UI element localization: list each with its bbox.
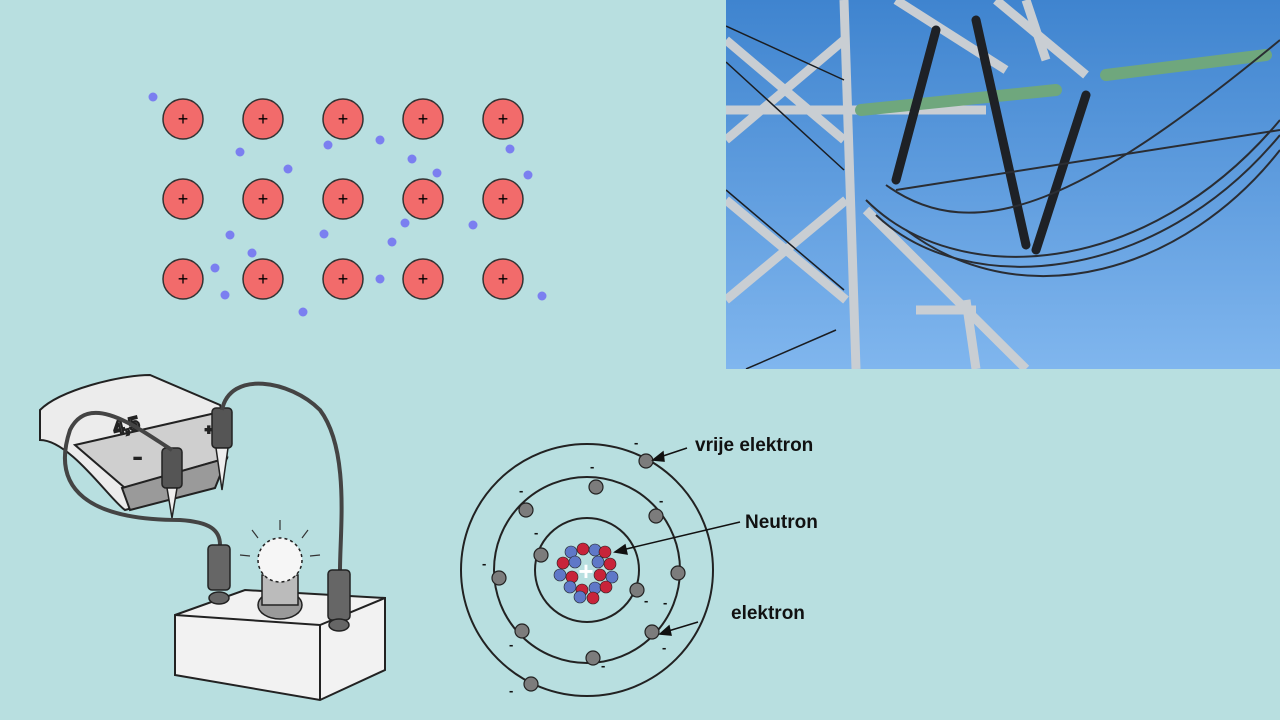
electron-charge: - [509,683,513,698]
ion-symbol: + [498,109,509,129]
label-free-electron: vrije elektron [695,435,813,456]
ion: + [402,178,444,220]
free-electron [247,248,257,258]
ion-symbol: + [258,189,269,209]
electron [670,565,686,581]
ion-symbol: + [418,189,429,209]
electron-charge: - [663,595,667,610]
ion: + [322,98,364,140]
free-electron [319,229,329,239]
ion-symbol: + [178,109,189,129]
ion: + [402,98,444,140]
battery-minus-label: – [134,450,141,465]
electron [518,502,534,518]
free-electron [220,290,230,300]
nucleus: + [553,542,619,605]
ion: + [162,258,204,300]
label-arrows [613,447,741,636]
ion-symbol: + [258,109,269,129]
free-electron [235,147,245,157]
electron-charge: - [601,658,605,673]
ion-symbol: + [338,189,349,209]
ion-lattice-diagram: + + + + + + + + + + + + + + + [148,92,547,317]
ion: + [242,98,284,140]
electron [588,479,604,495]
ion-symbol: + [178,269,189,289]
ion-grid: + + + + + + + + + + + + + + + [162,98,524,300]
free-electron [375,274,385,284]
electron-charge: - [644,593,648,608]
label-neutron: Neutron [745,512,818,533]
ion-symbol: + [258,269,269,289]
electron-charges: - - - - - - - - - - - - [482,435,667,698]
electron-charge: - [634,435,638,450]
electron [523,676,539,692]
atom-model-diagram: + - - - - - - - - - - - - vrije elektro [460,435,818,698]
electron [491,570,507,586]
electron [533,547,549,563]
free-electron [468,220,478,230]
light-bulb [239,520,321,620]
ion-symbol: + [498,189,509,209]
ion-symbol: + [178,189,189,209]
free-electron [225,230,235,240]
free-electron [375,135,385,145]
electron [585,650,601,666]
free-electron [283,164,293,174]
electron-charge: - [662,640,666,655]
ion-symbol: + [338,269,349,289]
electron [629,582,645,598]
ion: + [242,178,284,220]
free-electron [537,291,547,301]
free-electron [400,218,410,228]
shell-3 [460,443,714,697]
free-electron [323,140,333,150]
free-electron [387,237,397,247]
free-electron [505,144,515,154]
electron-charge: - [534,525,538,540]
electron-charge: - [590,459,594,474]
electron [638,453,654,469]
free-electron [523,170,533,180]
electron-charge: - [659,493,663,508]
ion: + [482,98,524,140]
battery-circuit-illustration: 4,5 – + [39,373,386,702]
free-electrons [148,92,547,317]
electron-charge: - [509,637,513,652]
free-electron [148,92,158,102]
ion-symbol: + [338,109,349,129]
ion: + [162,98,204,140]
nucleus-symbol: + [578,556,593,586]
terminals [207,544,351,632]
electron [648,508,664,524]
power-line-photo [726,0,1280,369]
electron [514,623,530,639]
free-electron [210,263,220,273]
electron-charge: - [482,556,486,571]
electron [644,624,660,640]
ion: + [162,178,204,220]
label-electron: elektron [731,603,805,624]
ion-symbol: + [498,269,509,289]
ion-symbol: + [418,109,429,129]
free-electron [407,154,417,164]
conductors [865,39,1280,278]
wires [63,381,344,571]
ion: + [482,178,524,220]
insulators [855,15,1272,255]
battery-clips [161,407,233,519]
ion-symbol: + [418,269,429,289]
electron-charge: - [519,483,523,498]
ion: + [242,258,284,300]
ion: + [482,258,524,300]
ion: + [322,258,364,300]
free-electron [298,307,308,317]
battery-plus-label: + [205,422,213,437]
ion: + [322,178,364,220]
electrons [491,453,686,692]
ion: + [402,258,444,300]
shell-1 [534,517,640,623]
free-electron [432,168,442,178]
